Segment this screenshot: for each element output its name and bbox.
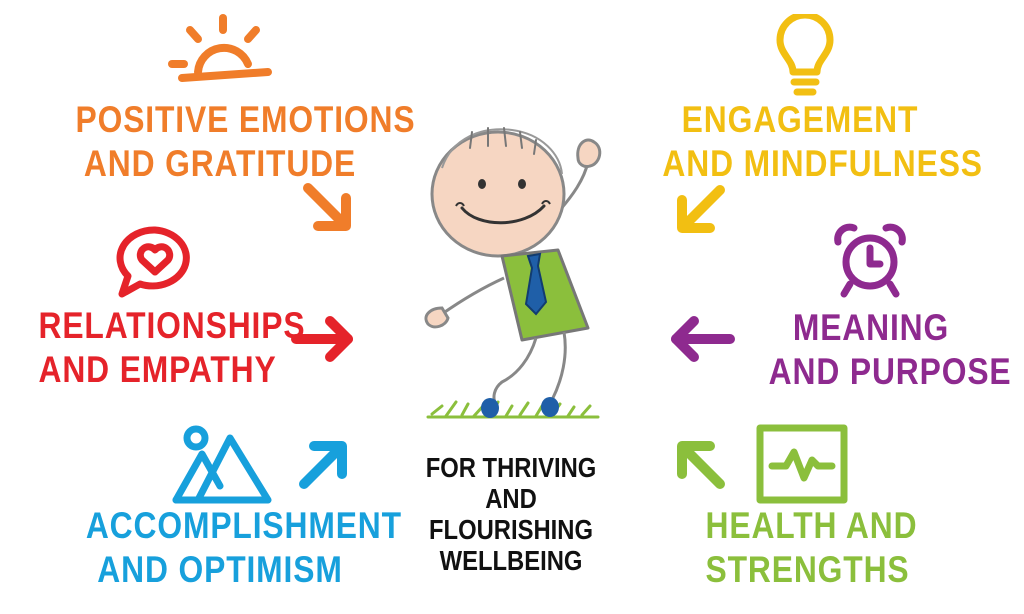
mountains-icon [172,425,272,504]
label-line: AND PURPOSE [768,351,1012,392]
arrow-left-icon [671,316,735,362]
arrow-down-left-icon [677,185,725,233]
arrow-up-left-icon [677,441,725,489]
caption-line: FOR THRIVING AND [425,452,597,514]
alarm-clock-icon [834,223,906,298]
label-line: POSITIVE EMOTIONS [75,99,416,140]
label-accomplishment: ACCOMPLISHMENT AND OPTIMISM [85,504,402,592]
lightbulb-icon [776,14,834,96]
arrow-right-icon [291,316,353,362]
label-line: AND EMPATHY [38,349,277,390]
heart-speech-bubble-icon [116,226,190,298]
label-health: HEALTH AND STRENGTHS [705,504,918,592]
label-meaning: MEANING AND PURPOSE [768,306,1012,394]
label-line: MEANING [792,307,950,348]
smiling-stick-figure [424,127,602,419]
label-line: ACCOMPLISHMENT [85,505,402,546]
caption-line: FLOURISHING [429,514,593,545]
sun-icon [168,14,272,82]
label-line: AND GRATITUDE [83,143,357,184]
label-line: RELATIONSHIPS [38,305,306,346]
grass-icon [426,400,600,419]
label-engagement: ENGAGEMENT AND MINDFULNESS [662,98,983,186]
heartbeat-monitor-icon [756,424,848,504]
caption-line: WELLBEING [439,545,583,576]
arrow-down-right-icon [303,183,351,231]
arrow-up-right-icon [299,441,347,489]
label-positive-emotions: POSITIVE EMOTIONS AND GRATITUDE [75,98,416,186]
label-line: STRENGTHS [705,549,910,590]
center-caption: FOR THRIVING AND FLOURISHING WELLBEING [400,452,623,576]
label-line: AND MINDFULNESS [662,143,983,184]
label-line: HEALTH AND [705,505,918,546]
label-relationships: RELATIONSHIPS AND EMPATHY [38,304,306,392]
label-line: ENGAGEMENT [681,99,919,140]
label-line: AND OPTIMISM [97,549,343,590]
